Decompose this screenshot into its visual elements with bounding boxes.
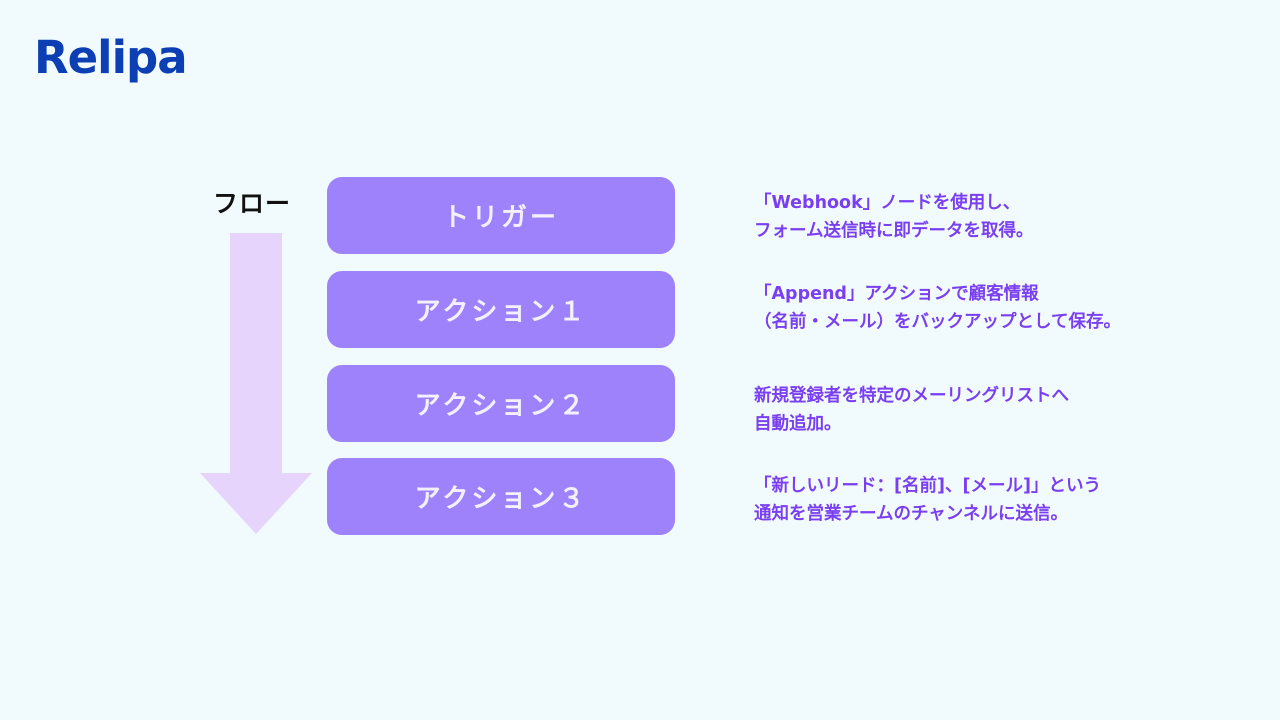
step-action-3: アクション３ [327,458,675,535]
description-action-3: 「新しいリード：[名前]、[メール]」という 通知を営業チームのチャンネルに送信… [754,472,1254,528]
step-trigger: トリガー [327,177,675,254]
description-line: 新規登録者を特定のメーリングリストへ [754,386,1069,406]
description-line: フォーム送信時に即データを取得。 [754,221,1034,241]
description-line: 通知を営業チームのチャンネルに送信。 [754,504,1068,524]
description-line: （名前・メール）をバックアップとして保存。 [754,312,1121,332]
description-action-1: 「Append」アクションで顧客情報 （名前・メール）をバックアップとして保存。 [754,280,1254,336]
description-action-2: 新規登録者を特定のメーリングリストへ 自動追加。 [754,382,1254,438]
description-line: 自動追加。 [754,414,842,434]
relipa-logo: Relipa [34,31,188,84]
description-line: 「Append」アクションで顧客情報 [754,284,1039,304]
flow-down-arrow [200,233,312,534]
step-action-1: アクション１ [327,271,675,348]
description-trigger: 「Webhook」ノードを使用し、 フォーム送信時に即データを取得。 [754,189,1254,245]
step-action-2: アクション２ [327,365,675,442]
flow-label: フロー [213,189,292,218]
description-line: 「Webhook」ノードを使用し、 [754,193,1021,213]
description-line: 「新しいリード：[名前]、[メール]」という [754,476,1101,496]
